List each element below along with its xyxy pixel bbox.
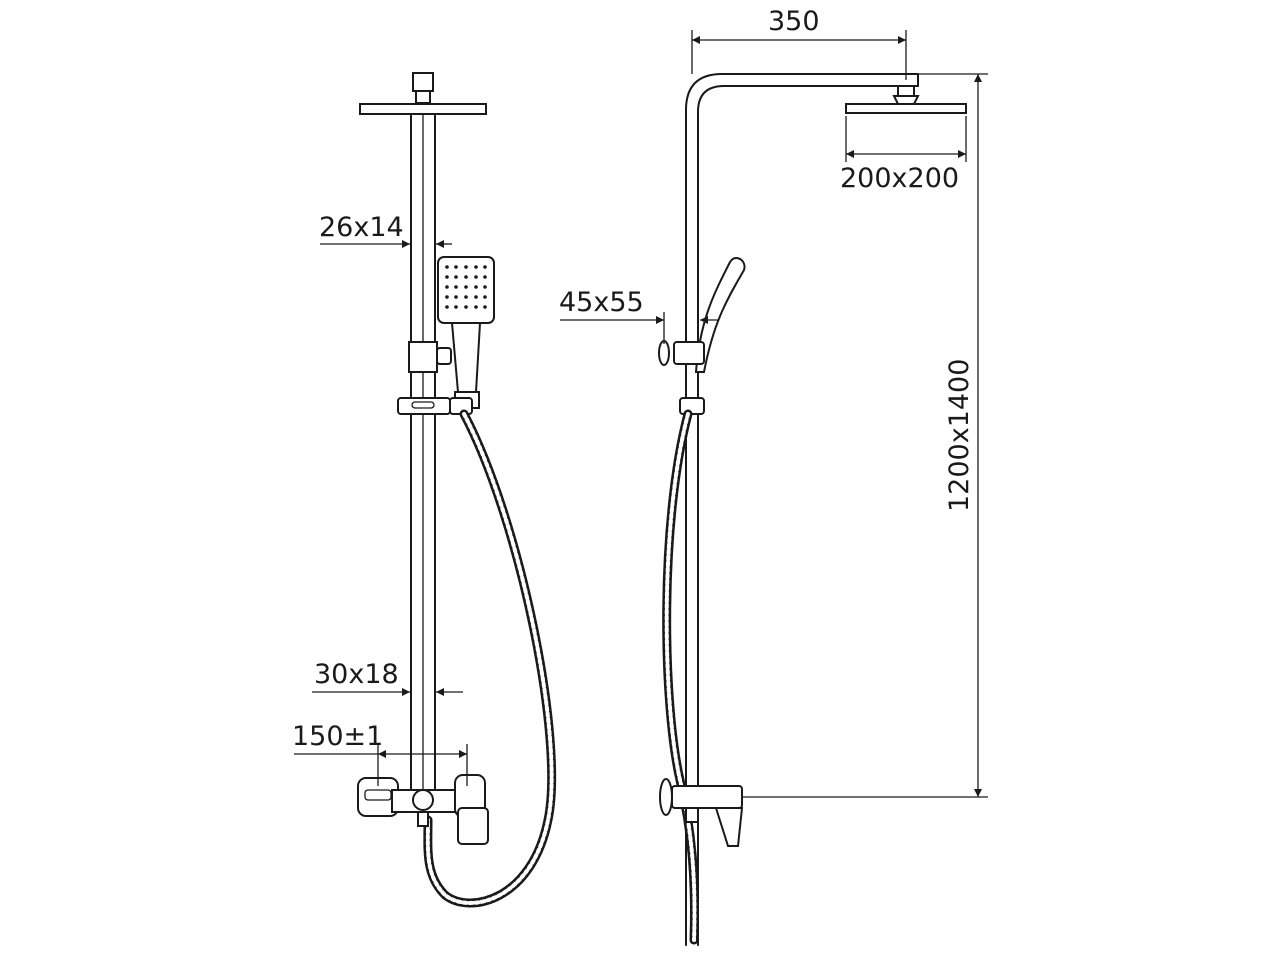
mixer-lever [457,807,489,845]
dim-reach-label: 350 [768,6,820,37]
shower-arm-inner [697,85,919,946]
dim-handshower-label: 45x55 [559,287,644,318]
dim-mixer-spacing-label: 150±1 [292,721,383,752]
mixer-body-side [671,785,743,809]
holder-side [673,341,705,365]
rain-head-side [845,103,967,114]
mixer-knob-side [659,778,673,816]
handshower-handle [450,322,482,393]
handshower-side [694,256,746,373]
handshower-nozzles [445,265,487,309]
dim-bar-upper-label: 26x14 [319,212,404,243]
shower-arm-outer [685,73,919,946]
dim-height-label: 1200x1400 [944,359,975,512]
holder-knob-side [658,340,670,366]
side-view: 350 200x200 45x55 1200x1400 [559,6,988,946]
hose-front [423,409,557,908]
hose-outlet [417,811,429,827]
diverter-knob [412,789,434,811]
handshower-holder [408,341,438,373]
dim-rain-head-label: 200x200 [840,163,959,194]
slider-shelf [397,397,451,415]
front-view: 26x14 30x18 150±1 [292,72,557,908]
slider-side [679,397,705,415]
head-connector [412,72,434,92]
rain-head-front [359,103,487,115]
head-swivel [415,90,431,104]
dim-bar-lower-label: 30x18 [314,659,399,690]
hose-side [662,409,699,945]
mixer-lever-side [714,807,744,847]
